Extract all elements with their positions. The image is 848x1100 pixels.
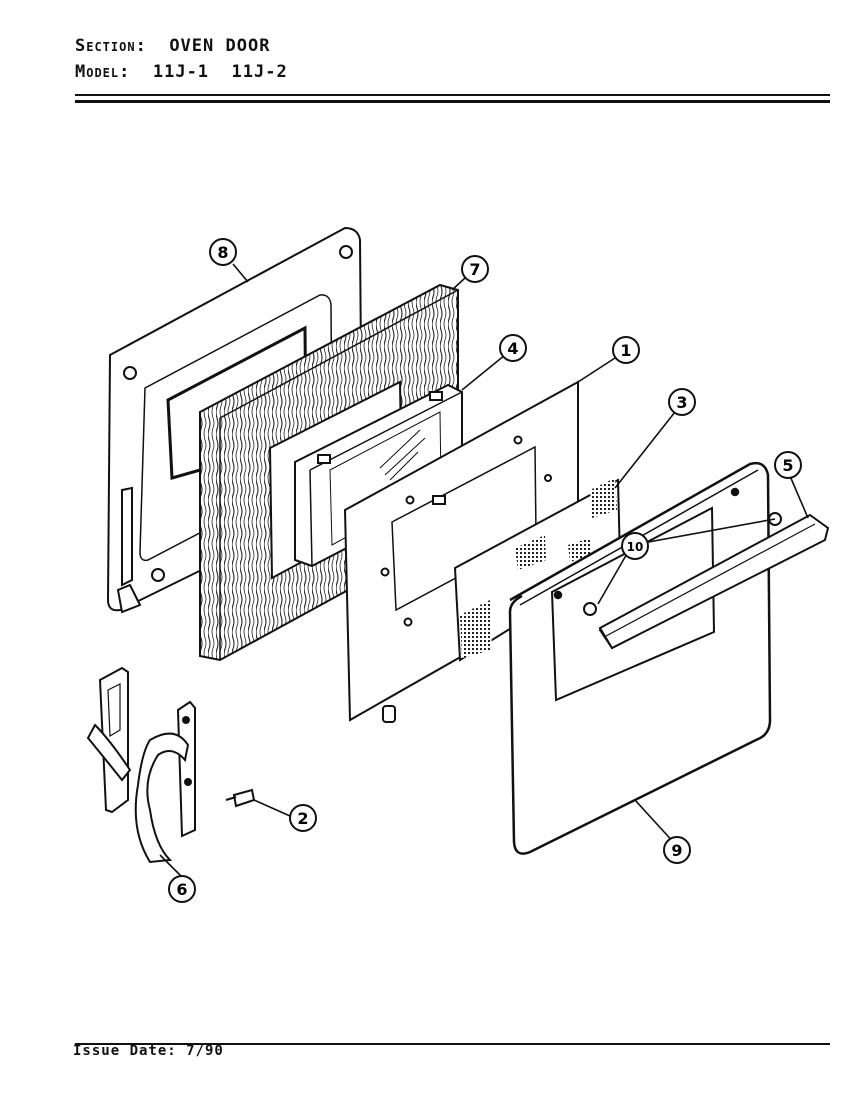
callout-10: 10 xyxy=(621,532,649,560)
issue-date: Issue Date: 7/90 xyxy=(73,1043,224,1059)
callout-9: 9 xyxy=(663,836,691,864)
svg-text:4: 4 xyxy=(507,339,518,358)
model-line: Model: 11J-1 11J-2 xyxy=(75,62,288,82)
callout-8: 8 xyxy=(209,238,237,266)
section-value: OVEN DOOR xyxy=(169,36,271,56)
svg-text:1: 1 xyxy=(620,341,631,360)
svg-text:3: 3 xyxy=(676,393,687,412)
svg-text:8: 8 xyxy=(217,243,228,262)
callout-6: 6 xyxy=(168,875,196,903)
callout-2: 2 xyxy=(289,804,317,832)
callout-5: 5 xyxy=(774,451,802,479)
svg-text:7: 7 xyxy=(469,260,480,279)
callout-7: 7 xyxy=(461,255,489,283)
header-rule-bottom xyxy=(75,100,830,103)
svg-text:2: 2 xyxy=(297,809,308,828)
header-rule-top xyxy=(75,94,830,96)
door-hinge-assembly xyxy=(86,666,256,864)
callout-4: 4 xyxy=(499,334,527,362)
model-label: Model: xyxy=(75,62,131,82)
footer-rule xyxy=(75,1043,830,1045)
section-label: Section: xyxy=(75,36,147,56)
section-line: Section: OVEN DOOR xyxy=(75,36,270,56)
callout-3: 3 xyxy=(668,388,696,416)
handle-trim xyxy=(598,513,830,650)
model-value: 11J-1 11J-2 xyxy=(152,62,288,82)
svg-text:6: 6 xyxy=(176,880,187,899)
svg-text:5: 5 xyxy=(782,456,793,475)
callout-1: 1 xyxy=(612,336,640,364)
inner-door-panel xyxy=(343,380,579,723)
svg-text:10: 10 xyxy=(627,540,644,554)
svg-text:9: 9 xyxy=(671,841,682,860)
